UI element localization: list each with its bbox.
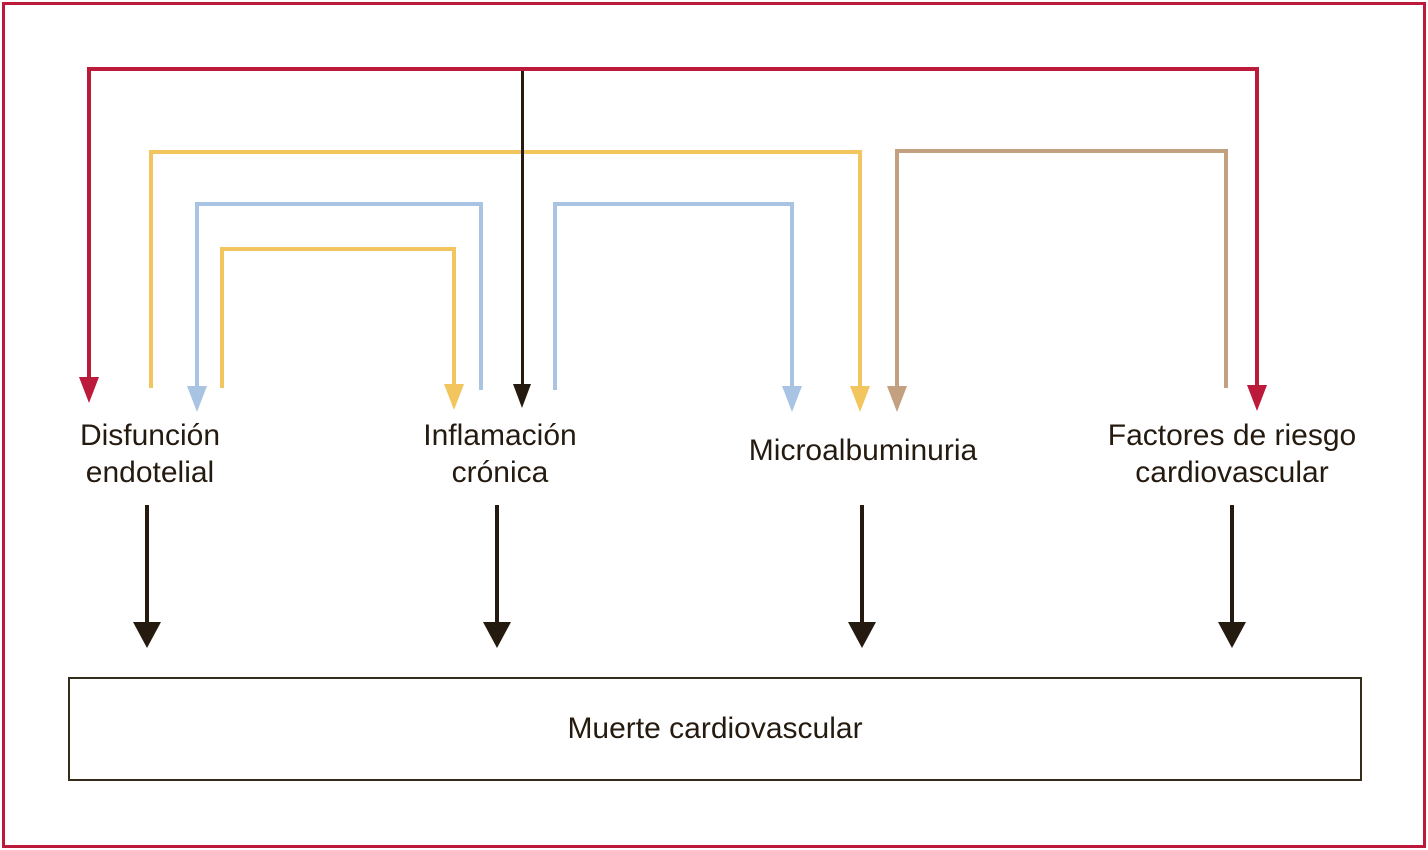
node-disfuncion-endotelial: Disfunción endotelial	[80, 417, 220, 491]
connector-leg	[1255, 69, 1259, 387]
outcome-arrowhead-icon	[483, 622, 511, 648]
connector-leg	[87, 69, 91, 379]
node-label-line: Factores de riesgo	[1107, 419, 1357, 452]
connector-arrowhead-icon	[187, 386, 207, 412]
node-label-line: Microalbuminuria	[748, 434, 978, 467]
connector-top-line	[220, 247, 456, 251]
outcome-arrow-shaft	[1230, 505, 1234, 624]
connector-arrowhead-icon	[887, 386, 907, 412]
node-factores-riesgo: Factores de riesgo cardiovascular	[1108, 417, 1356, 491]
node-label-line: Disfunción	[79, 419, 221, 452]
outcome-arrowhead-icon	[848, 622, 876, 648]
connector-top-line	[553, 202, 794, 206]
outcome-arrowhead-icon	[1218, 622, 1246, 648]
connector-arrowhead-icon	[444, 384, 464, 410]
outcome-arrowhead-icon	[133, 622, 161, 648]
connector-leg	[479, 204, 483, 390]
connector-top-line	[87, 67, 1259, 71]
node-label-line: cardiovascular	[1135, 456, 1329, 489]
connector-arrowhead-icon	[782, 386, 802, 412]
center-drop-line	[520, 71, 524, 386]
outcome-label: Muerte cardiovascular	[567, 712, 863, 745]
connector-top-line	[895, 149, 1228, 153]
node-label-line: crónica	[451, 456, 549, 489]
outcome-box: Muerte cardiovascular	[68, 677, 1362, 781]
connector-leg	[553, 204, 557, 390]
node-label-line: endotelial	[85, 456, 215, 489]
outcome-arrow-shaft	[860, 505, 864, 624]
connector-leg	[452, 249, 456, 386]
connector-leg	[790, 204, 794, 388]
connector-top-line	[149, 150, 862, 154]
connector-top-line	[195, 202, 483, 206]
node-label-line: Inflamación	[423, 419, 577, 452]
outcome-arrow-shaft	[495, 505, 499, 624]
node-inflamacion-cronica: Inflamación crónica	[423, 417, 576, 491]
connector-arrowhead-icon	[79, 377, 99, 403]
connector-arrowhead-icon	[1247, 385, 1267, 411]
node-microalbuminuria: Microalbuminuria	[749, 432, 977, 469]
connector-leg	[895, 151, 899, 388]
connector-arrowhead-icon	[850, 386, 870, 412]
connector-leg	[149, 152, 153, 388]
center-drop-arrowhead-icon	[513, 384, 531, 408]
connector-leg	[195, 204, 199, 388]
connector-leg	[220, 249, 224, 388]
outcome-arrow-shaft	[145, 505, 149, 624]
connector-leg	[858, 152, 862, 388]
connector-leg	[1224, 151, 1228, 388]
